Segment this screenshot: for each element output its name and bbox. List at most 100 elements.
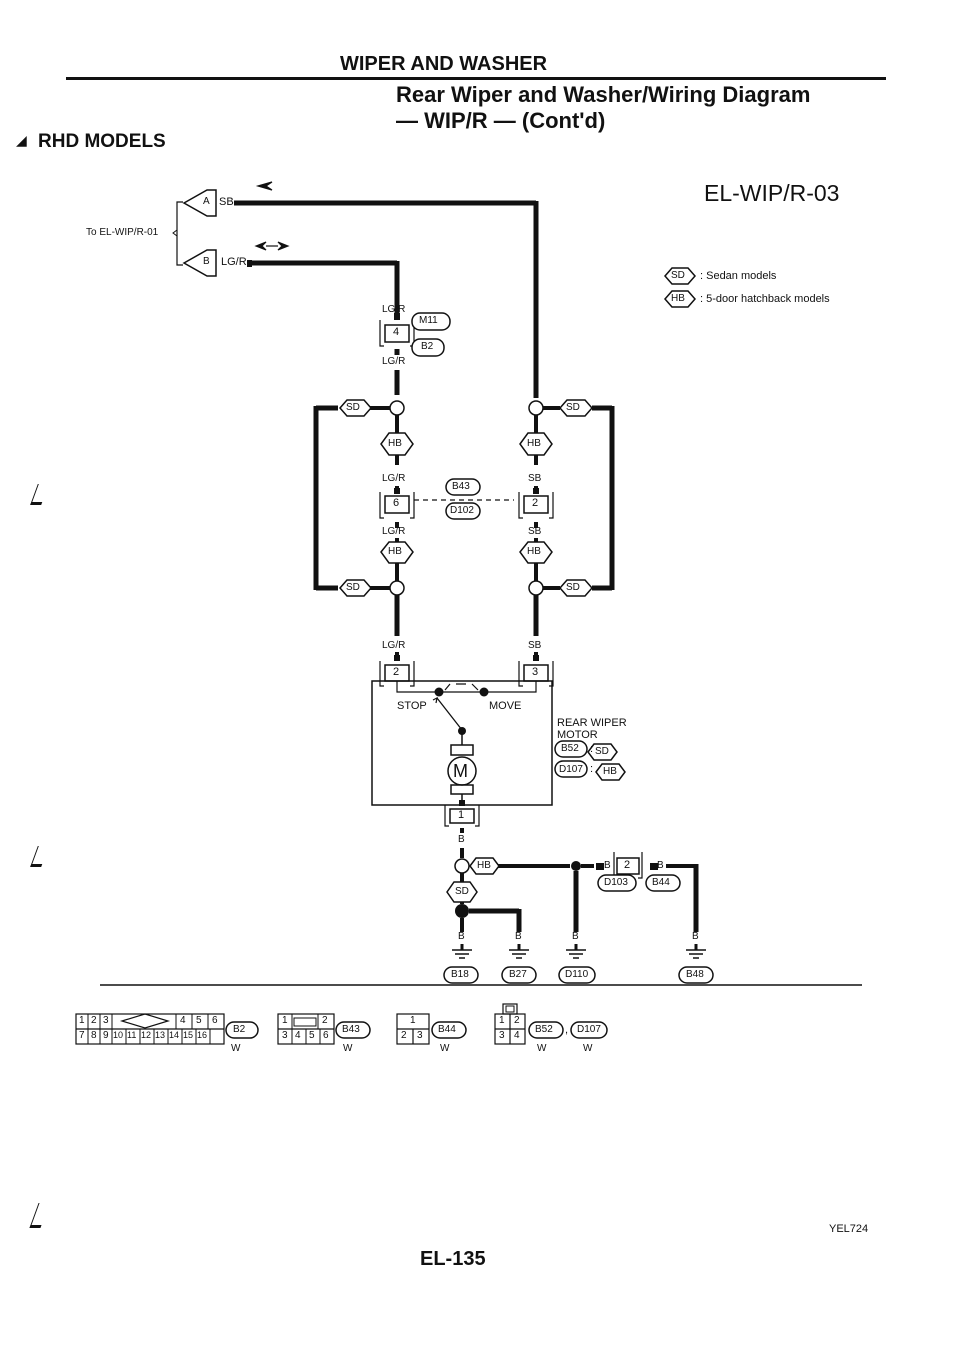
face-connector-d107: D107 bbox=[577, 1024, 601, 1035]
header-rule bbox=[66, 77, 886, 80]
legend-hb-tag: HB bbox=[671, 293, 685, 304]
face-color: W bbox=[537, 1043, 547, 1054]
face-color: W bbox=[440, 1043, 450, 1054]
face-pin: 15 bbox=[183, 1030, 194, 1040]
hb-tag: HB bbox=[477, 860, 491, 871]
motor-stop-label: STOP bbox=[397, 700, 427, 712]
ground-b18: B18 bbox=[451, 969, 469, 980]
face-pin: 16 bbox=[197, 1030, 208, 1040]
ref-a-tag: A bbox=[203, 196, 210, 207]
face-pin: 2 bbox=[322, 1015, 328, 1026]
arrow-marker-icon: ◢ bbox=[16, 132, 27, 148]
hb-tag: HB bbox=[527, 546, 541, 557]
legend-hb-text: : 5-door hatchback models bbox=[700, 293, 830, 305]
legend-sd-text: : Sedan models bbox=[700, 270, 777, 282]
face-pin: 5 bbox=[196, 1015, 202, 1026]
figure-code: YEL724 bbox=[829, 1223, 869, 1235]
face-pin: 2 bbox=[91, 1015, 97, 1026]
face-pin: 3 bbox=[499, 1030, 505, 1041]
colon: : bbox=[590, 763, 594, 775]
connector-m11: M11 bbox=[419, 315, 438, 326]
face-pin: 4 bbox=[295, 1030, 301, 1041]
face-pin: 8 bbox=[91, 1030, 97, 1041]
connector-d102: D102 bbox=[450, 505, 474, 516]
connector-b2: B2 bbox=[421, 341, 434, 352]
wire-label: B bbox=[572, 931, 579, 942]
motor-name: REAR WIPER bbox=[557, 717, 627, 729]
wire-label: SB bbox=[528, 640, 542, 651]
hb-tag: HB bbox=[388, 438, 402, 449]
hb-tag: HB bbox=[603, 766, 617, 777]
motor-name: MOTOR bbox=[557, 729, 598, 741]
wire-label: B bbox=[657, 860, 664, 871]
sd-tag: SD bbox=[346, 582, 360, 593]
ground-b27: B27 bbox=[509, 969, 527, 980]
sd-tag: SD bbox=[455, 886, 469, 897]
connector-b43: B43 bbox=[452, 481, 470, 492]
diagram-title: Rear Wiper and Washer/Wiring Diagram bbox=[396, 82, 811, 107]
face-connector-b52: B52 bbox=[535, 1024, 553, 1035]
ref-a-wire: SB bbox=[219, 196, 234, 208]
face-pin: 13 bbox=[155, 1030, 166, 1040]
wire-label: B bbox=[458, 834, 465, 845]
wire-label: SB bbox=[528, 473, 542, 484]
face-pin: 1 bbox=[79, 1015, 85, 1026]
ref-b-tag: B bbox=[203, 256, 210, 267]
face-pin: 9 bbox=[103, 1030, 109, 1041]
face-connector-b2: B2 bbox=[233, 1024, 246, 1035]
face-separator: , bbox=[565, 1024, 569, 1036]
face-pin: 3 bbox=[103, 1015, 109, 1026]
connector-d107: D107 bbox=[559, 764, 583, 775]
motor-symbol: M bbox=[453, 761, 468, 781]
face-pin: 1 bbox=[499, 1015, 505, 1026]
wire-label: LG/R bbox=[382, 473, 406, 484]
wire-label: SB bbox=[528, 526, 542, 537]
wire-label: B bbox=[692, 931, 699, 942]
pin-number: 4 bbox=[393, 326, 400, 338]
motor-move-label: MOVE bbox=[489, 700, 522, 712]
face-pin: 12 bbox=[141, 1030, 152, 1040]
face-color: W bbox=[231, 1043, 241, 1054]
sd-tag: SD bbox=[346, 402, 360, 413]
face-pin: 14 bbox=[169, 1030, 180, 1040]
face-connector-b43: B43 bbox=[342, 1024, 360, 1035]
pin-number: 1 bbox=[458, 809, 465, 821]
wire-label: B bbox=[515, 931, 522, 942]
connector-b52: B52 bbox=[561, 743, 579, 754]
pin-number: 2 bbox=[393, 666, 400, 678]
ref-b-wire: LG/R bbox=[221, 256, 247, 268]
face-pin: 2 bbox=[514, 1015, 520, 1026]
wire-label: LG/R bbox=[382, 304, 406, 315]
connector-b44: B44 bbox=[652, 877, 670, 888]
diagram-code: EL-WIP/R-03 bbox=[704, 180, 840, 206]
hb-tag: HB bbox=[388, 546, 402, 557]
face-pin: 10 bbox=[113, 1030, 124, 1040]
face-pin: 1 bbox=[410, 1015, 416, 1026]
hb-tag: HB bbox=[527, 438, 541, 449]
face-pin: 5 bbox=[309, 1030, 315, 1041]
face-pin: 4 bbox=[180, 1015, 186, 1026]
face-pin: 11 bbox=[127, 1030, 137, 1040]
face-color: W bbox=[343, 1043, 353, 1054]
face-pin: 1 bbox=[282, 1015, 288, 1026]
wire-label: LG/R bbox=[382, 640, 406, 651]
face-connector-b44: B44 bbox=[438, 1024, 456, 1035]
wire-label: LG/R bbox=[382, 356, 406, 367]
wire-label: B bbox=[458, 931, 465, 942]
to-ref-label: To EL-WIP/R-01 bbox=[86, 227, 159, 238]
diagram-subtitle: — WIP/R — (Cont'd) bbox=[396, 108, 606, 133]
page-number: EL-135 bbox=[420, 1248, 486, 1270]
face-pin: 7 bbox=[79, 1030, 85, 1041]
wire-label: B bbox=[604, 860, 611, 871]
section-title: WIPER AND WASHER bbox=[340, 53, 548, 75]
face-color: W bbox=[583, 1043, 593, 1054]
pin-number: 2 bbox=[624, 859, 631, 871]
pin-number: 6 bbox=[393, 497, 400, 509]
ground-b48: B48 bbox=[686, 969, 704, 980]
colon: : bbox=[590, 743, 594, 755]
pin-number: 3 bbox=[532, 666, 539, 678]
sd-tag: SD bbox=[566, 402, 580, 413]
pin-number: 2 bbox=[532, 497, 539, 509]
face-pin: 3 bbox=[282, 1030, 288, 1041]
